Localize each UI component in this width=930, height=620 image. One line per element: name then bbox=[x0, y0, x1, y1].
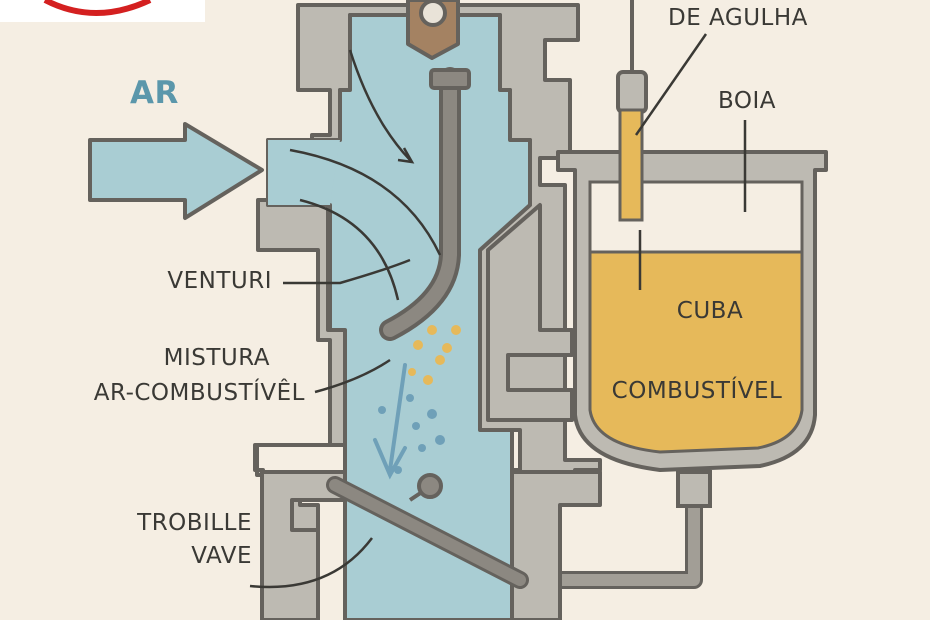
float-needle bbox=[618, 108, 644, 222]
label-air: AR bbox=[130, 75, 179, 111]
leader-needle bbox=[634, 33, 708, 136]
leader-throttle bbox=[249, 537, 373, 589]
nozzle-cap bbox=[429, 68, 471, 90]
leader-venturi bbox=[283, 258, 411, 285]
top-bolt bbox=[406, 0, 460, 60]
mixture-flow-arrow bbox=[373, 363, 407, 480]
airflow-curve-3 bbox=[299, 198, 400, 301]
logo-red-arc bbox=[43, 0, 152, 16]
venturi-throat bbox=[268, 140, 340, 205]
label-throttle-line2: VAVE bbox=[191, 543, 252, 569]
leader-lines bbox=[249, 33, 747, 589]
label-mixture-line2: AR-COMBUSTÍVÊL bbox=[93, 380, 305, 406]
needle-valve-housing bbox=[616, 70, 648, 114]
fuel-droplets bbox=[408, 325, 461, 385]
bowl-fuel-level bbox=[588, 250, 804, 454]
label-throttle-line1: TROBILLE bbox=[137, 510, 252, 536]
bowl-outlet-fitting bbox=[676, 470, 712, 508]
label-venturi: VENTURI bbox=[167, 268, 272, 294]
label-bowl-line2: COMBUSTÍVEL bbox=[611, 378, 783, 404]
label-bowl-line1: CUBA bbox=[676, 298, 744, 324]
throttle-housing-right bbox=[510, 470, 602, 620]
leader-mixture bbox=[314, 358, 391, 394]
logo bbox=[0, 0, 205, 22]
air-inlet-arrow bbox=[88, 122, 264, 220]
bowl-connector-wall bbox=[486, 203, 574, 422]
label-float: BOIA bbox=[718, 88, 776, 114]
airflow-curve-2 bbox=[289, 148, 442, 256]
throttle-pivot bbox=[417, 473, 443, 499]
airflow-curve-1 bbox=[348, 49, 411, 161]
label-needle-valve: DE AGULHA bbox=[668, 5, 808, 31]
label-mixture-line1: MISTURA bbox=[163, 345, 270, 371]
